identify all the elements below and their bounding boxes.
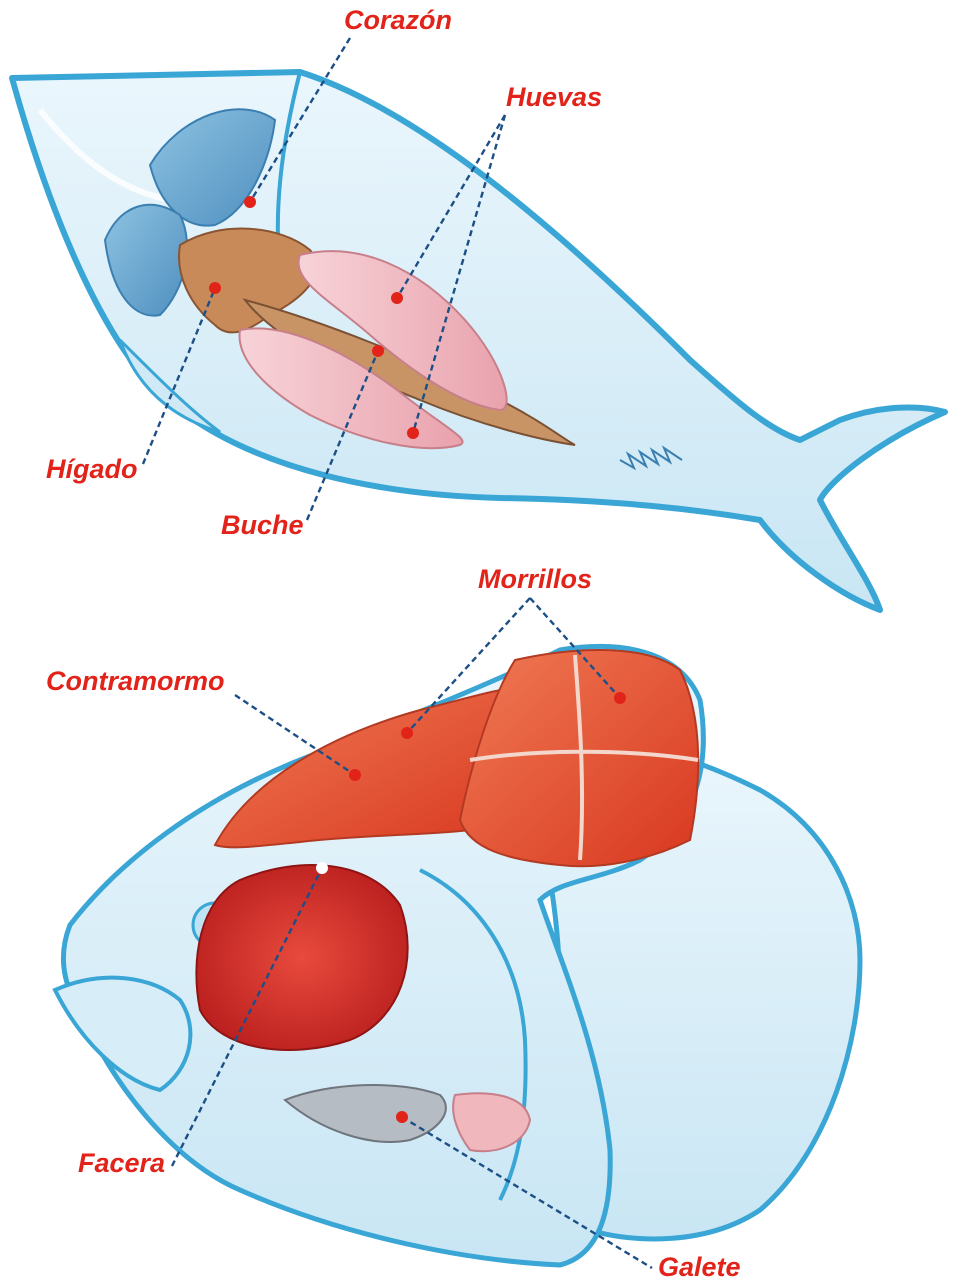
dot-morrillos-right: [614, 692, 626, 704]
label-higado: Hígado: [46, 454, 138, 484]
whole-tuna-figure: [12, 72, 945, 610]
label-contramormo: Contramormo: [46, 666, 225, 696]
label-morrillos: Morrillos: [478, 564, 592, 594]
dot-morrillos-left: [401, 727, 413, 739]
tuna-head-figure: [55, 647, 860, 1265]
dot-huevas-lower: [407, 427, 419, 439]
dot-corazon: [244, 196, 256, 208]
label-facera: Facera: [78, 1148, 165, 1178]
dot-facera: [316, 862, 328, 874]
lower-jaw: [55, 978, 190, 1090]
dot-contramormo: [349, 769, 361, 781]
facera-cut: [196, 865, 407, 1050]
label-corazon: Corazón: [344, 5, 452, 35]
label-huevas: Huevas: [506, 82, 602, 112]
label-buche: Buche: [221, 510, 304, 540]
dot-buche: [372, 345, 384, 357]
dot-huevas-upper: [391, 292, 403, 304]
dot-higado: [209, 282, 221, 294]
label-galete: Galete: [658, 1252, 741, 1282]
dot-galete: [396, 1111, 408, 1123]
